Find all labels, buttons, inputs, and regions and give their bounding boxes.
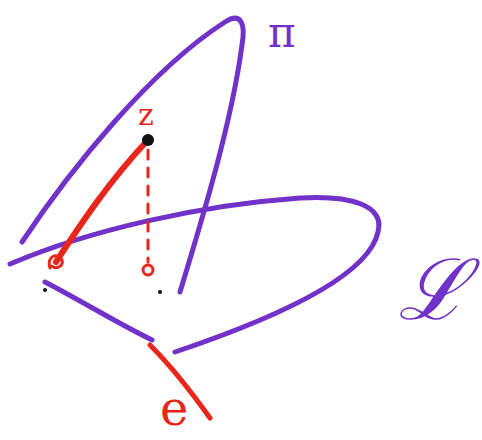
plane-label: ℒ — [398, 248, 468, 332]
point-label: z — [138, 100, 154, 130]
plane-second-outline — [10, 197, 379, 352]
plane-pi-outline — [22, 18, 243, 292]
perpendicular-dashed — [147, 150, 150, 262]
vertex-mark — [49, 256, 62, 268]
point-z — [142, 134, 154, 146]
segment-to-point — [56, 140, 148, 262]
dot — [158, 290, 162, 294]
intersection-edge — [45, 282, 152, 340]
plane-label: π — [268, 12, 296, 54]
dot — [43, 288, 47, 292]
line-label: e — [160, 384, 188, 432]
foot-point — [143, 265, 153, 275]
